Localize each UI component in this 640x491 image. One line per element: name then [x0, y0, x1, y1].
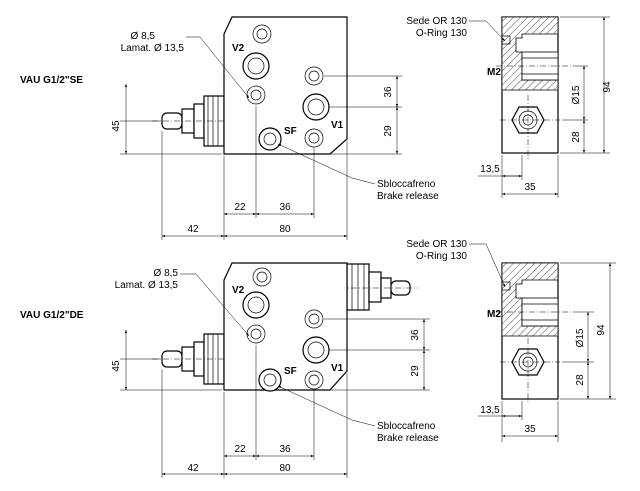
- ports: [242, 24, 330, 151]
- dim-22: 22: [234, 202, 246, 213]
- release-label-en: Brake release: [377, 191, 439, 202]
- dim-45: 45: [111, 120, 122, 132]
- dim-94: 94: [602, 81, 613, 93]
- port-m2: M2: [487, 67, 501, 78]
- view-de: VAU G1/2"DE: [20, 239, 616, 478]
- side-view: [496, 262, 576, 404]
- dim-94: 94: [596, 324, 607, 336]
- dim-29: 29: [410, 365, 421, 377]
- dim-42: 42: [187, 463, 199, 474]
- dim-d15: Ø15: [575, 328, 586, 347]
- model-label: VAU G1/2"DE: [20, 310, 84, 321]
- ports: [242, 267, 330, 392]
- release-label-it: Sbloccafreno: [377, 179, 436, 190]
- port-sf: SF: [284, 126, 297, 137]
- dim-13-5: 13,5: [480, 164, 500, 175]
- seal-label-it: Sede OR 130: [406, 16, 467, 27]
- seal-label-en: O-Ring 130: [416, 251, 468, 262]
- dim-35: 35: [524, 424, 536, 435]
- dim-29: 29: [383, 125, 394, 137]
- release-label-en: Brake release: [377, 433, 439, 444]
- view-se: VAU G1/2"SE V2 V1 SF Ø 8,5: [20, 16, 613, 240]
- dim-36-vertical: 36: [383, 86, 394, 98]
- dim-36-horizontal: 36: [279, 202, 291, 213]
- port-v1: V1: [331, 363, 344, 374]
- dim-80: 80: [279, 224, 291, 235]
- fitting-left: [152, 95, 230, 147]
- port-sf: SF: [284, 366, 297, 377]
- port-m2: M2: [487, 309, 501, 320]
- port-v2: V2: [232, 43, 245, 54]
- dim-22: 22: [234, 444, 246, 455]
- hole-diameter-label: Ø 8,5: [154, 268, 179, 279]
- dim-42: 42: [187, 224, 199, 235]
- port-v1: V1: [331, 120, 344, 131]
- dim-35: 35: [524, 182, 536, 193]
- dim-45: 45: [111, 360, 122, 372]
- dim-28: 28: [571, 131, 582, 143]
- fitting-right: [340, 263, 418, 311]
- fitting-left: [152, 333, 230, 385]
- port-v2: V2: [232, 285, 245, 296]
- hole-diameter-label: Ø 8,5: [131, 31, 156, 42]
- seal-label-en: O-Ring 130: [416, 28, 468, 39]
- dim-36-horizontal: 36: [279, 444, 291, 455]
- counterbore-label: Lamat. Ø 13,5: [121, 43, 185, 54]
- side-view: [496, 16, 576, 160]
- seal-label-it: Sede OR 130: [406, 239, 467, 250]
- release-label-it: Sbloccafreno: [377, 421, 436, 432]
- dim-d15: Ø15: [571, 85, 582, 104]
- dim-80: 80: [279, 463, 291, 474]
- dim-28: 28: [575, 374, 586, 386]
- model-label: VAU G1/2"SE: [20, 75, 83, 86]
- dim-13-5: 13,5: [480, 405, 500, 416]
- counterbore-label: Lamat. Ø 13,5: [115, 280, 179, 291]
- dim-36-vertical: 36: [410, 329, 421, 341]
